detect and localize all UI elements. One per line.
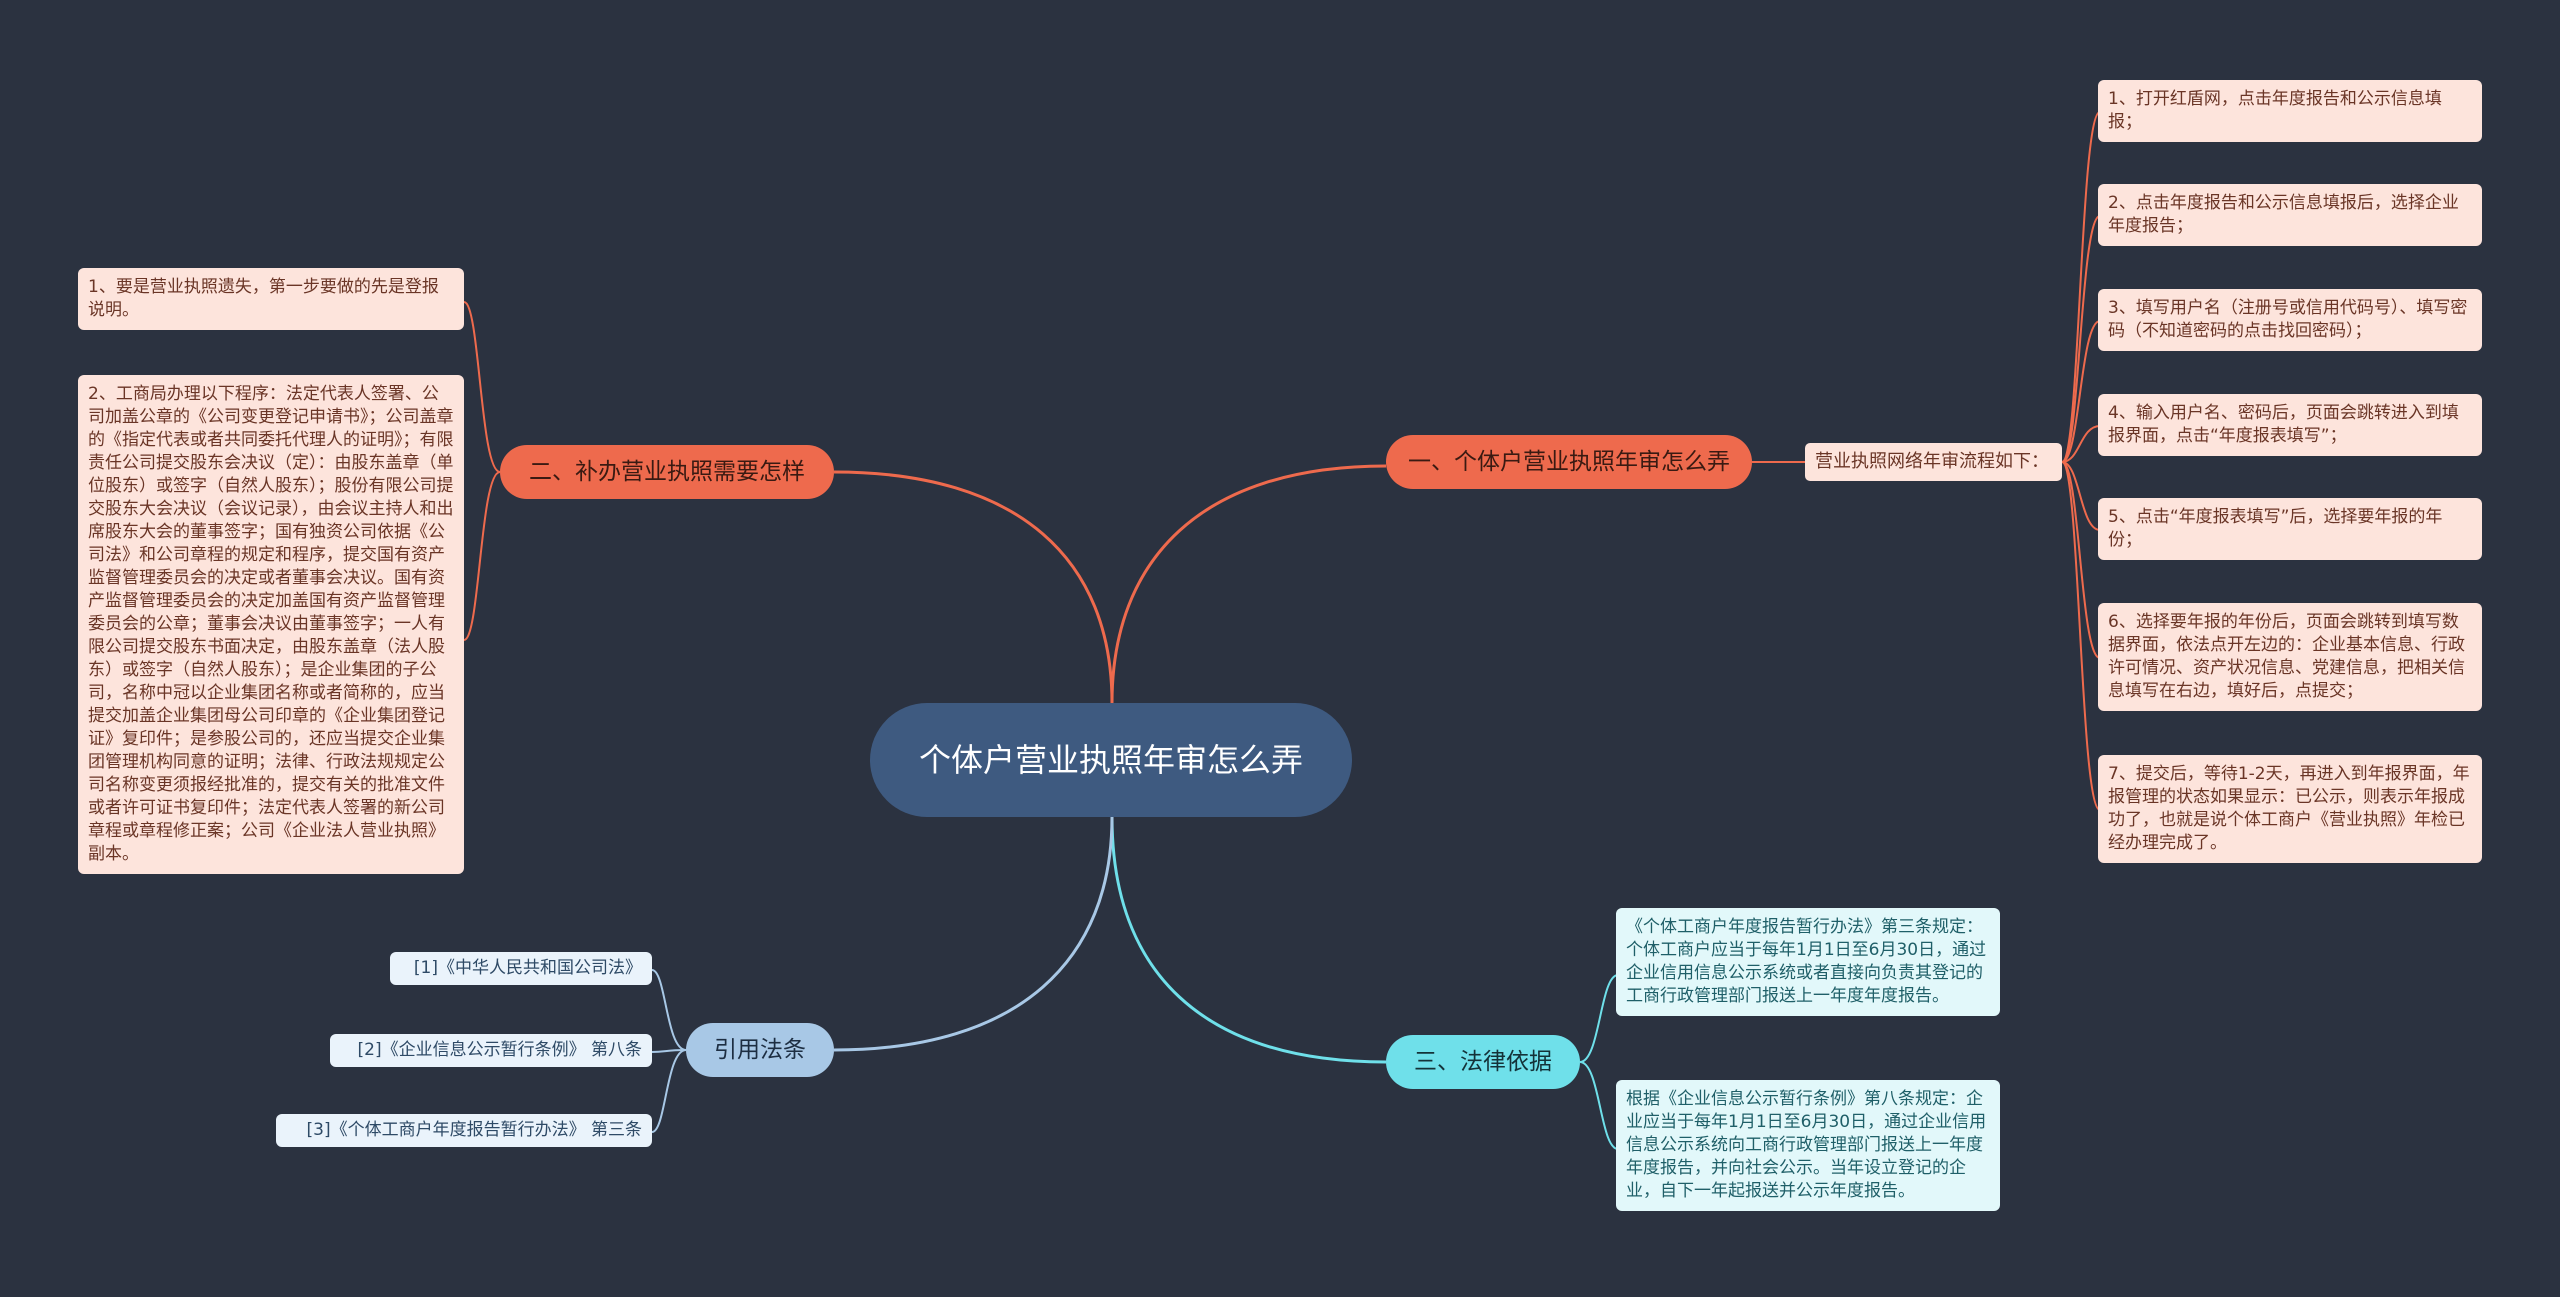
- branch-annual-review[interactable]: 一、个体户营业执照年审怎么弄: [1386, 435, 1752, 489]
- online-process-intro[interactable]: 营业执照网络年审流程如下：: [1805, 443, 2062, 481]
- step-card-6[interactable]: 6、选择要年报的年份后，页面会跳转到填写数据界面，依法点开左边的：企业基本信息、…: [2098, 603, 2482, 711]
- branch-legal-basis[interactable]: 三、法律依据: [1386, 1035, 1580, 1089]
- edge-branch4-ref2: [651, 1049, 687, 1053]
- step-text: 5、点击“年度报表填写”后，选择要年报的年份；: [2108, 507, 2443, 550]
- step-card-7[interactable]: 7、提交后，等待1-2天，再进入到年报界面，年报管理的状态如果显示：已公示，则表…: [2098, 755, 2482, 863]
- reissue-text: 1、要是营业执照遗失，第一步要做的先是登报说明。: [88, 277, 439, 320]
- edge-branch4-ref3: [651, 1049, 687, 1133]
- cited-law-text: [1]《中华人民共和国公司法》: [413, 958, 642, 978]
- legal-basis-card-1[interactable]: 《个体工商户年度报告暂行办法》第三条规定：个体工商户应当于每年1月1日至6月30…: [1616, 908, 2000, 1016]
- step-card-3[interactable]: 3、填写用户名（注册号或信用代码号）、填写密码（不知道密码的点击找回密码）；: [2098, 289, 2482, 351]
- legal-basis-text: 《个体工商户年度报告暂行办法》第三条规定：个体工商户应当于每年1月1日至6月30…: [1626, 917, 1987, 1006]
- legal-basis-card-2[interactable]: 根据《企业信息公示暂行条例》第八条规定：企业应当于每年1月1日至6月30日，通过…: [1616, 1080, 2000, 1211]
- edge-sub-step1: [2061, 111, 2101, 463]
- edge-sub-step5: [2061, 461, 2101, 531]
- edge-branch2-item1: [463, 301, 501, 473]
- step-card-4[interactable]: 4、输入用户名、密码后，页面会跳转进入到填报界面，点击“年度报表填写”；: [2098, 394, 2482, 456]
- edge-branch3-item2: [1579, 1061, 1619, 1150]
- online-process-intro-label: 营业执照网络年审流程如下：: [1815, 451, 2049, 472]
- edge-root-branch4: [833, 816, 1114, 1052]
- step-text: 1、打开红盾网，点击年度报告和公示信息填报；: [2108, 89, 2442, 132]
- branch-reissue-license[interactable]: 二、补办营业执照需要怎样: [500, 445, 834, 499]
- step-text: 2、点击年度报告和公示信息填报后，选择企业年度报告；: [2108, 193, 2459, 236]
- edge-root-branch1: [1110, 464, 1387, 704]
- branch-cited-laws[interactable]: 引用法条: [686, 1023, 834, 1077]
- cited-law-text: [3]《个体工商户年度报告暂行办法》 第三条: [306, 1120, 642, 1140]
- reissue-text: 2、工商局办理以下程序：法定代表人签署、公司加盖公章的《公司变更登记申请书》；公…: [88, 384, 454, 864]
- branch-annual-review-label: 一、个体户营业执照年审怎么弄: [1408, 449, 1730, 475]
- step-text: 4、输入用户名、密码后，页面会跳转进入到填报界面，点击“年度报表填写”；: [2108, 403, 2459, 446]
- step-text: 3、填写用户名（注册号或信用代码号）、填写密码（不知道密码的点击找回密码）；: [2108, 298, 2468, 341]
- step-text: 6、选择要年报的年份后，页面会跳转到填写数据界面，依法点开左边的：企业基本信息、…: [2108, 612, 2465, 701]
- branch-legal-basis-label: 三、法律依据: [1414, 1049, 1552, 1075]
- step-text: 7、提交后，等待1-2天，再进入到年报界面，年报管理的状态如果显示：已公示，则表…: [2108, 764, 2470, 853]
- edge-sub-step6: [2061, 461, 2101, 659]
- edge-sub-step2: [2061, 215, 2101, 463]
- edge-root-branch3: [1110, 816, 1387, 1064]
- cited-law-1[interactable]: [1]《中华人民共和国公司法》: [390, 952, 652, 985]
- root-topic[interactable]: 个体户营业执照年审怎么弄: [870, 703, 1352, 817]
- edge-sub-step7: [2061, 461, 2101, 811]
- root-topic-label: 个体户营业执照年审怎么弄: [918, 741, 1303, 779]
- edge-sub-step4: [2061, 425, 2101, 463]
- legal-basis-text: 根据《企业信息公示暂行条例》第八条规定：企业应当于每年1月1日至6月30日，通过…: [1626, 1089, 1987, 1201]
- cited-law-3[interactable]: [3]《个体工商户年度报告暂行办法》 第三条: [276, 1114, 652, 1147]
- branch-cited-laws-label: 引用法条: [714, 1037, 806, 1063]
- edge-root-branch2: [833, 470, 1114, 704]
- edge-sub-step3: [2061, 320, 2101, 463]
- step-card-1[interactable]: 1、打开红盾网，点击年度报告和公示信息填报；: [2098, 80, 2482, 142]
- edge-branch2-item2: [463, 471, 501, 641]
- step-card-5[interactable]: 5、点击“年度报表填写”后，选择要年报的年份；: [2098, 498, 2482, 560]
- edge-branch3-item1: [1579, 974, 1619, 1063]
- reissue-card-2[interactable]: 2、工商局办理以下程序：法定代表人签署、公司加盖公章的《公司变更登记申请书》；公…: [78, 375, 464, 874]
- step-card-2[interactable]: 2、点击年度报告和公示信息填报后，选择企业年度报告；: [2098, 184, 2482, 246]
- branch-reissue-license-label: 二、补办营业执照需要怎样: [529, 459, 805, 485]
- cited-law-text: [2]《企业信息公示暂行条例》 第八条: [357, 1040, 642, 1060]
- reissue-card-1[interactable]: 1、要是营业执照遗失，第一步要做的先是登报说明。: [78, 268, 464, 330]
- cited-law-2[interactable]: [2]《企业信息公示暂行条例》 第八条: [330, 1034, 652, 1067]
- edge-branch4-ref1: [651, 969, 687, 1051]
